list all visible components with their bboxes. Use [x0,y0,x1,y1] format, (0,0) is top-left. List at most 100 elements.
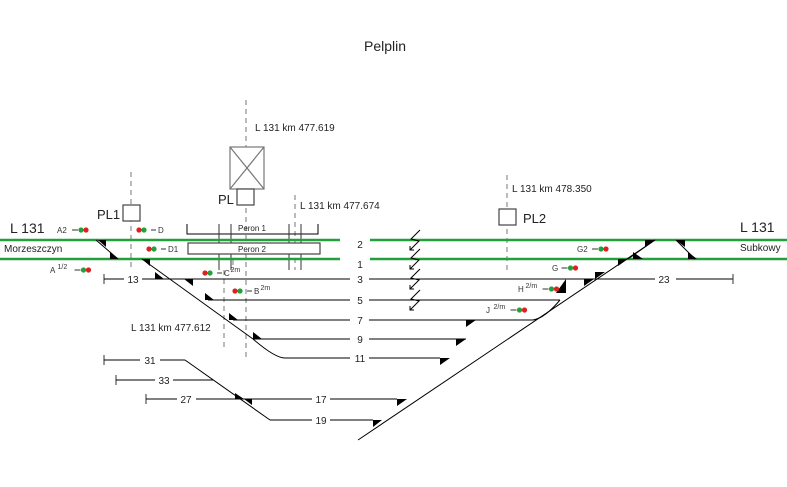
signal-label: G [552,264,558,273]
platform-2-label: Peron 2 [238,245,267,254]
track-label-3: 3 [357,275,363,286]
track-label-11: 11 [355,354,366,365]
frog [244,399,252,405]
frog [110,252,118,259]
line-label-right: L 131 [740,219,775,235]
frog [205,293,214,300]
signal-superscript: 2m [261,285,271,292]
track-27-17: 27 17 [145,394,397,406]
signal-lamp-red [232,288,238,294]
signal-superscript: 1/2 [58,264,68,271]
frog [466,320,476,327]
signal-label: H [518,285,524,294]
town-right: Subkowy [740,243,781,254]
post-box-pl2 [498,208,517,226]
frog [645,240,655,247]
signal-label: A2 [57,226,67,235]
frog [373,420,382,427]
signal-lamp-red [572,265,579,271]
signal-lamp-green [207,270,213,276]
km-label-building: L 131 km 477.619 [255,123,335,134]
signal-a2: A2 [57,226,89,235]
signal-lamp-green [598,246,604,252]
frog [676,240,685,247]
track-label-13: 13 [127,275,139,286]
signal-lamp-red [85,267,92,273]
switch-frogs [98,240,697,427]
signal-label: D1 [168,245,179,254]
track-7-right [369,299,561,321]
signal-g2: G2 [577,245,609,254]
track-label-23: 23 [658,275,670,286]
break-mark [409,268,421,290]
signal-label: J [486,306,490,315]
frog [595,272,605,279]
track-label-2: 2 [357,240,363,251]
signal-d: D [136,226,164,235]
frog [688,252,697,259]
signal-lamp-green [80,267,87,273]
signal-lamp-green [78,227,84,233]
track-label-19: 19 [315,416,327,427]
post-label-pl2: PL2 [523,211,546,226]
town-left: Morzeszczyn [4,244,62,255]
track-label-31: 31 [144,356,156,367]
post-label-pl: PL [218,192,234,207]
frog [633,252,643,259]
signal-lamp-red [603,246,609,252]
track-label-27: 27 [180,395,192,406]
track-19: 19 [270,416,373,427]
km-label-lower: L 131 km 477.612 [131,323,211,334]
signal-label: A [50,266,56,275]
track-31: 31 [103,355,271,421]
frog [98,240,106,247]
track-11-left [252,338,350,359]
frog [397,399,407,406]
km-label-pl2: L 131 km 478.350 [512,184,592,195]
frog [456,339,466,346]
track-label-9: 9 [357,335,363,346]
platform-2: Peron 2 [187,242,321,255]
signal-d1: D1 [146,245,179,254]
track-label-17: 17 [315,395,327,406]
signal-label: G2 [577,245,588,254]
signal-lamp-green [141,227,147,233]
station-title: Pelplin [364,38,406,54]
km-label-platform: L 131 km 477.674 [300,201,380,212]
crossover-right-1 [627,239,656,260]
left-diagonal [141,258,254,340]
track-label-7: 7 [357,316,363,327]
break-mark [409,248,421,270]
signal-lamp-red [202,270,208,276]
signal-lamp-red [146,246,152,252]
signal-superscript: 2m [231,267,241,274]
frog [440,358,450,365]
track-33: 33 [115,375,213,387]
signal-label: D [158,226,164,235]
post-box-pl1 [122,204,141,222]
frog [229,313,238,320]
frog [253,332,262,339]
signal-lamp-green [151,246,157,252]
frog [618,259,628,266]
break-mark [409,229,421,251]
frog [184,279,193,286]
signal-lamp-green [567,265,574,271]
track-label-1: 1 [357,260,363,271]
signal-lamp-red [521,307,528,313]
track-break-marks [409,229,421,311]
signal-label: B [254,287,259,296]
signal-lamp-green [237,288,243,294]
signal-lamp-red [83,227,89,233]
line-label-left: L 131 [10,220,45,236]
break-mark [409,289,421,311]
signal-lamp-green [516,307,523,313]
